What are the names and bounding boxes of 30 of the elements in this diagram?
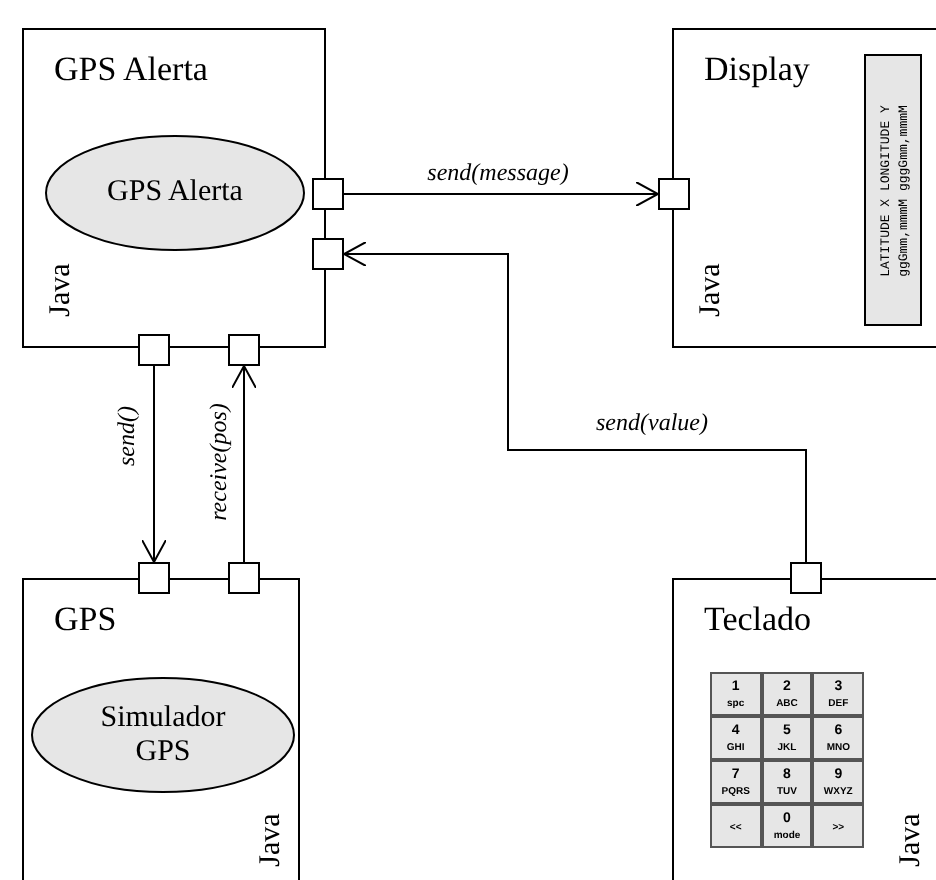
port-square [312,238,344,270]
connector-arrow [231,365,257,563]
component-ellipse: GPS Alerta [44,134,306,252]
port-square [790,562,822,594]
edge-label: send(value) [596,410,708,434]
component-ellipse: Simulador GPS [30,676,296,794]
port-square [138,562,170,594]
component-box [22,28,326,348]
edge-label: send() [114,406,138,466]
connector-arrow [141,365,167,563]
component-box [672,578,936,880]
connector-arrow [343,241,807,563]
port-square [228,562,260,594]
platform-label: Java [897,813,927,867]
platform-label: Java [257,813,287,867]
platform-label: Java [47,263,77,317]
port-square [138,334,170,366]
connector-arrow [343,181,659,207]
component-title: Display [704,52,810,86]
port-square [228,334,260,366]
port-square [658,178,690,210]
component-title: GPS [54,602,117,636]
edge-label: receive(pos) [206,403,230,521]
component-title: Teclado [704,602,812,636]
platform-label: Java [697,263,727,317]
component-box [672,28,936,348]
port-square [312,178,344,210]
component-box [22,578,300,880]
component-title: GPS Alerta [54,52,208,86]
edge-label: send(message) [427,160,569,184]
